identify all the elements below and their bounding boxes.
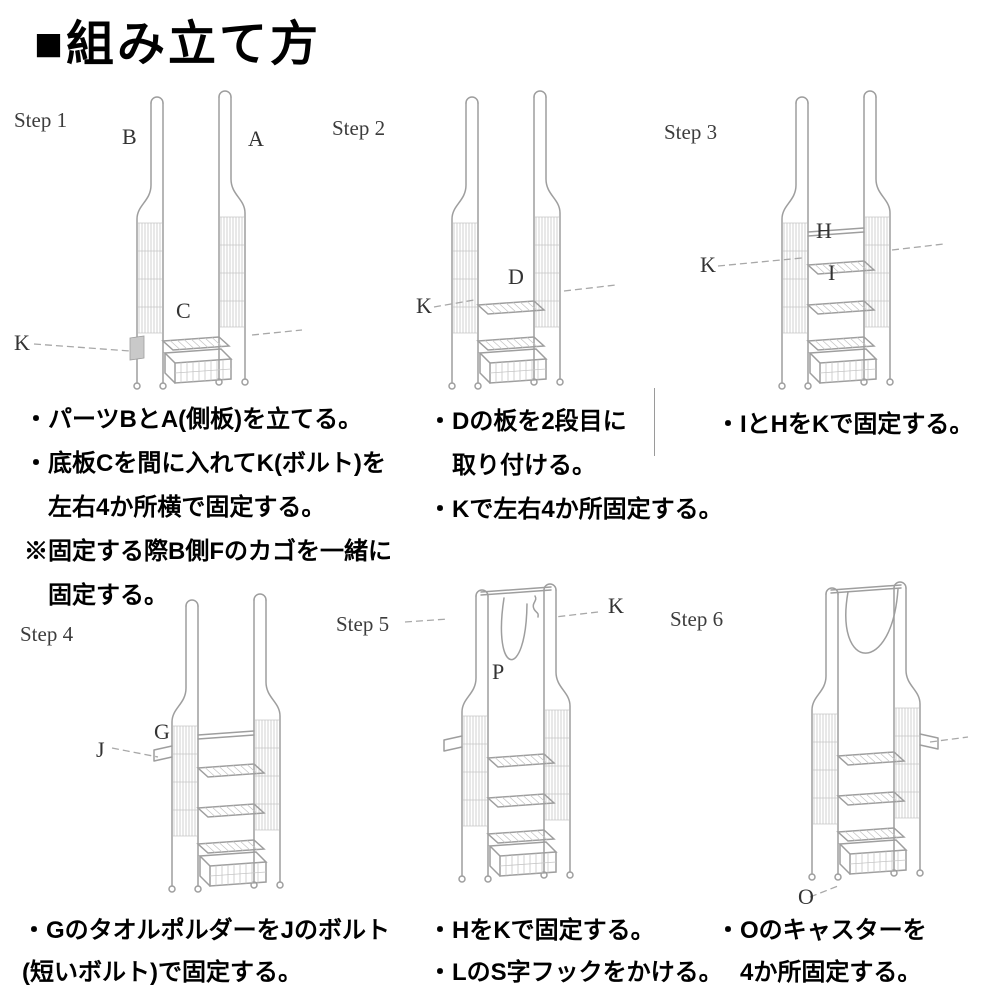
step-6-diagram: O — [710, 579, 1000, 909]
part-label-c: C — [176, 298, 191, 323]
instruction-line: ・GのタオルポルダーをJのボルト — [22, 917, 391, 944]
bolt-leader-line-left — [717, 257, 803, 267]
bolt-plate — [129, 335, 145, 361]
towel-holder — [443, 735, 463, 752]
caster-leader-line — [809, 885, 839, 898]
part-label-h: H — [816, 218, 832, 243]
bolt-leader-line — [111, 747, 159, 758]
step-3-drawing: H I K — [700, 90, 945, 390]
rack-frame — [458, 583, 574, 883]
bolt-leader-line-right — [891, 243, 945, 251]
part-label-k: K — [608, 593, 624, 618]
instruction-line: ・Dの板を2段目に — [428, 408, 627, 435]
basket — [199, 851, 267, 887]
towel-holder-g — [153, 745, 173, 762]
step-4-drawing: G J — [96, 593, 284, 893]
instruction-line: ・HをKで固定する。 — [428, 917, 655, 944]
rack-frame — [168, 593, 284, 893]
instruction-line: ・Kで左右4か所固定する。 — [428, 496, 723, 523]
step-3-diagram: H I K — [680, 88, 990, 418]
part-label-g: G — [154, 719, 170, 744]
instruction-line: ・IとHをKで固定する。 — [716, 411, 974, 438]
hanging-loop-p — [500, 597, 528, 661]
instruction-line: (短いボルト)で固定する。 — [22, 959, 302, 986]
bar-h — [197, 730, 255, 740]
step-6-label: Step 6 — [670, 607, 724, 631]
step-2-instructions: ・Dの板を2段目に 取り付ける。 ・Kで左右4か所固定する。 — [428, 400, 723, 532]
hanging-loop — [845, 588, 899, 654]
step-2-label: Step 2 — [332, 116, 386, 140]
bolt-leader-line-right — [563, 284, 617, 292]
step-1-drawing: B A C K — [14, 90, 303, 390]
basket — [809, 348, 877, 384]
part-label-b: B — [122, 124, 137, 149]
rack-frame — [778, 90, 894, 390]
instruction-line: 取り付ける。 — [452, 452, 596, 479]
page-title: ■組み立て方 — [34, 18, 321, 71]
basket — [839, 839, 907, 875]
s-hook — [532, 595, 539, 618]
step-1-instructions: ・パーツBとA(側板)を立てる。 ・底板Cを間に入れてK(ボルト)を 左右4か所… — [24, 398, 392, 618]
instruction-line: 4か所固定する。 — [740, 959, 922, 986]
rack-frame — [133, 90, 249, 390]
part-label-k: K — [416, 293, 432, 318]
leader-line-right — [929, 736, 969, 743]
bolt-leader-line-right — [554, 611, 599, 618]
instruction-line: 固定する。 — [48, 582, 168, 609]
hanger-bar — [830, 584, 902, 594]
step-6-instructions: ・Oのキャスターを 4か所固定する。 — [716, 910, 927, 994]
step-2-drawing: D K — [416, 90, 617, 390]
bolt-leader-line-left — [33, 343, 131, 352]
step-4-label: Step 4 — [20, 622, 74, 646]
instruction-line: ・底板Cを間に入れてK(ボルト)を — [24, 450, 386, 477]
instruction-line: ・Oのキャスターを — [716, 917, 927, 944]
instruction-line: ・LのS字フックをかける。 — [428, 959, 723, 986]
step-3-label: Step 3 — [664, 120, 718, 144]
instruction-line: ・パーツBとA(側板)を立てる。 — [24, 406, 363, 433]
step-4-instructions: ・GのタオルポルダーをJのボルト (短いボルト)で固定する。 — [22, 910, 390, 994]
step-5-instructions: ・HをKで固定する。 ・LのS字フックをかける。 — [428, 910, 723, 994]
bolt-leader-line-left — [433, 299, 475, 308]
stray-line — [654, 388, 655, 456]
step-4-diagram: G J — [70, 591, 380, 921]
step-5-label: Step 5 — [336, 612, 390, 636]
basket — [489, 841, 557, 877]
part-label-o: O — [798, 884, 814, 909]
basket — [164, 348, 232, 384]
step-2-diagram: D K — [350, 88, 660, 418]
step-1-diagram: B A C K — [10, 88, 320, 418]
part-label-k: K — [14, 330, 30, 355]
part-label-p: P — [492, 659, 504, 684]
part-label-d: D — [508, 264, 524, 289]
step-5-drawing: K P — [404, 583, 624, 883]
instruction-line: 左右4か所横で固定する。 — [48, 494, 326, 521]
part-label-a: A — [248, 126, 264, 151]
part-label-j: J — [96, 737, 105, 762]
hanger-bar-h — [480, 586, 552, 596]
step-1-label: Step 1 — [14, 108, 68, 132]
bolt-leader-line-left — [404, 618, 449, 623]
step-6-drawing: O — [798, 581, 969, 909]
part-label-k: K — [700, 252, 716, 277]
basket — [479, 348, 547, 384]
step-3-instructions: ・IとHをKで固定する。 — [716, 403, 973, 447]
instruction-line: ※固定する際B側Fのカゴを一緒に — [24, 538, 392, 565]
bolt-leader-line-right — [251, 329, 303, 336]
rack-frame — [808, 581, 924, 881]
step-5-diagram: K P — [360, 581, 670, 911]
rack-frame — [448, 90, 564, 390]
part-label-i: I — [828, 260, 835, 285]
